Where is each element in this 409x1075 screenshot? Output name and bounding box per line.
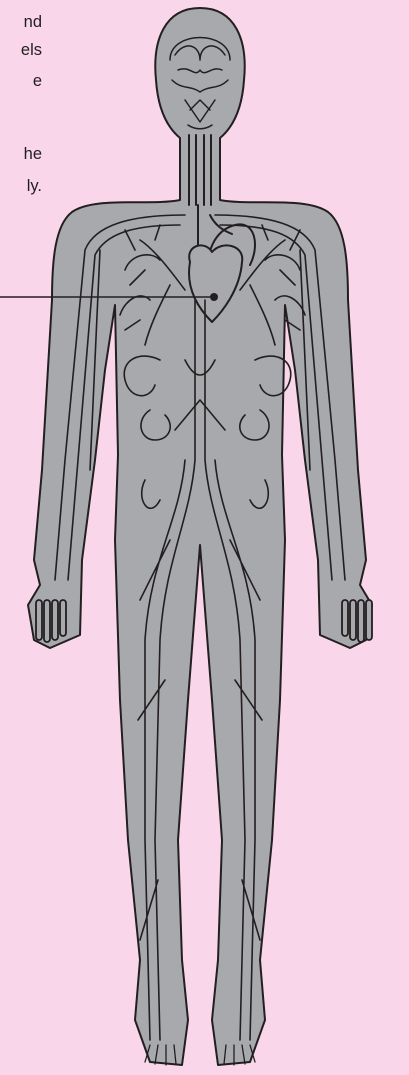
finger (366, 600, 372, 640)
human-body-silhouette-icon (28, 8, 372, 1065)
leader-dot (210, 293, 218, 301)
finger (60, 600, 66, 636)
finger (342, 600, 348, 636)
finger (52, 600, 58, 640)
finger (350, 600, 356, 640)
finger (358, 600, 364, 642)
finger (44, 600, 50, 642)
finger (36, 600, 42, 640)
